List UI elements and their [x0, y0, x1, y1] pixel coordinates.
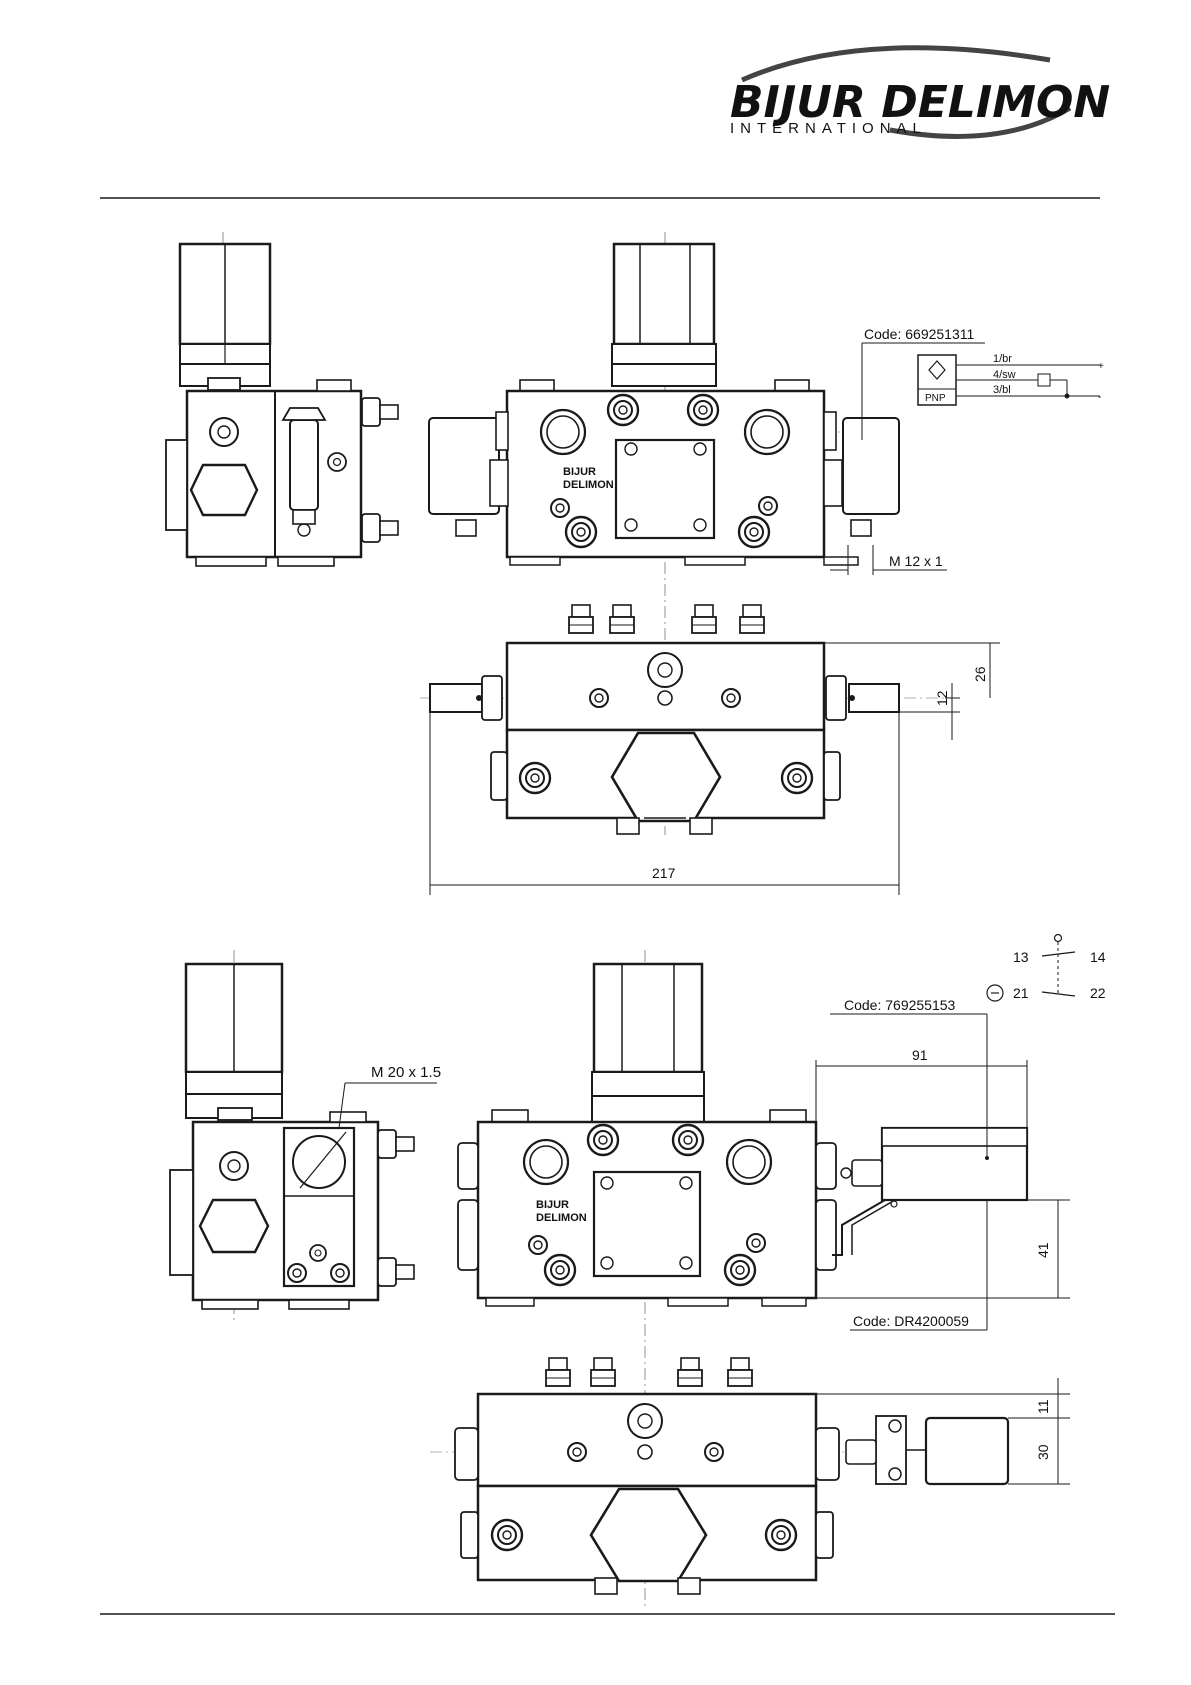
wire-3-label: 3/bl: [993, 384, 1011, 396]
lower-thread-label: M 20 x 1.5: [371, 1064, 441, 1081]
contact-22-label: 22: [1090, 985, 1106, 1001]
lower-side-view: M 20 x 1.5: [170, 950, 441, 1320]
lower-body-marking-1: BIJUR: [536, 1199, 569, 1211]
upper-thread-callout: M 12 x 1: [830, 545, 947, 575]
logo-swoosh-top: [742, 48, 1050, 80]
minus-terminal-label: -: [1098, 392, 1101, 403]
lower-switch-code: Code: 769255153: [844, 997, 956, 1013]
upper-body-marking-2: DELIMON: [563, 479, 614, 491]
upper-plan-view: 26 12 217: [420, 605, 1000, 895]
upper-side-view: [166, 232, 398, 566]
lower-dim-91: 91: [912, 1047, 928, 1063]
upper-dim-12: 12: [934, 690, 950, 706]
brand-logo: BIJUR DELIMON INTERNATIONAL: [730, 48, 1110, 137]
lower-dim-41: 41: [1035, 1242, 1051, 1258]
contact-13-label: 13: [1013, 949, 1029, 965]
plus-terminal-label: +: [1098, 361, 1104, 372]
upper-dim-217: 217: [652, 865, 676, 881]
contact-14-label: 14: [1090, 949, 1106, 965]
sensor-type-label: PNP: [925, 393, 946, 404]
lower-dim-11: 11: [1035, 1399, 1051, 1414]
upper-assembly: BIJUR DELIMON Code: 669251311 1/br 4/sw …: [166, 232, 1104, 895]
upper-dim-26: 26: [972, 666, 988, 682]
contact-21-label: 21: [1013, 985, 1029, 1001]
upper-sensor-code: Code: 669251311: [864, 326, 974, 342]
logo-brand-subtext: INTERNATIONAL: [730, 120, 927, 137]
lower-dim-30: 30: [1035, 1444, 1051, 1460]
lower-plan-view: 11 30: [430, 1358, 1070, 1594]
wire-4-label: 4/sw: [993, 369, 1016, 381]
lower-bracket-code: Code: DR4200059: [853, 1313, 969, 1329]
lower-body-marking-2: DELIMON: [536, 1212, 587, 1224]
upper-thread-label: M 12 x 1: [889, 553, 943, 569]
lower-assembly: 13 14 21 22: [170, 935, 1106, 1611]
upper-body-marking-1: BIJUR: [563, 466, 596, 478]
contact-symbol: 13 14 21 22: [987, 935, 1106, 1002]
wire-1-label: 1/br: [993, 353, 1012, 365]
